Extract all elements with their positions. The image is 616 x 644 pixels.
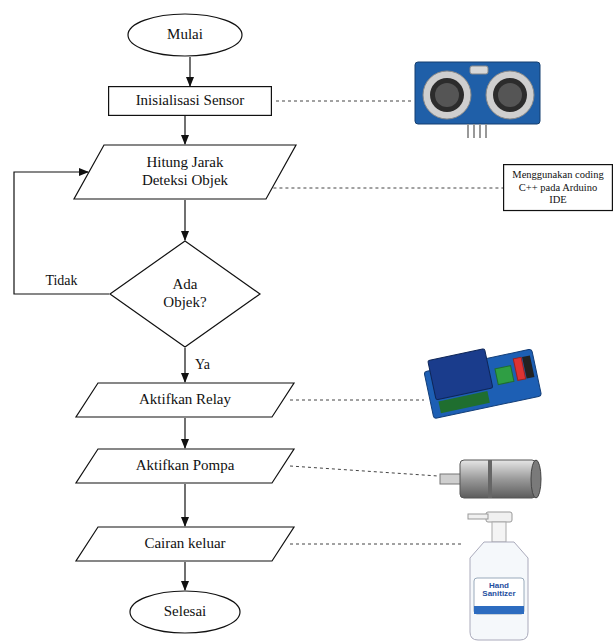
flow-arrow	[184, 116, 185, 144]
flow-arrow	[184, 562, 185, 590]
bottle-label: Hand Sanitizer	[474, 582, 524, 598]
edge-label: Ya	[193, 357, 212, 372]
io-parallelogram: Aktifkan Relay	[75, 382, 295, 418]
leader-lines	[276, 101, 464, 544]
note-box: Menggunakan coding C++ pada Arduino IDE	[503, 164, 613, 211]
flow-arrow	[184, 484, 185, 526]
node-text: Ada Objek?	[153, 276, 217, 311]
sanitizer-bottle	[468, 512, 528, 640]
flow-arrow	[184, 418, 185, 448]
io-parallelogram: Aktifkan Pompa	[75, 448, 295, 484]
flow-arrow	[189, 57, 190, 86]
end-terminal: Selesai	[129, 590, 241, 634]
node-text: Aktifkan Relay	[139, 391, 231, 409]
ultrasonic-sensor	[415, 62, 540, 138]
node-text: Inisialisasi Sensor	[136, 92, 245, 110]
dashed-connector	[273, 188, 503, 189]
flow-arrow	[184, 200, 185, 240]
process-box: Inisialisasi Sensor	[108, 86, 272, 116]
node-text: Menggunakan coding C++ pada Arduino IDE	[510, 169, 606, 206]
io-parallelogram: Hitung Jarak Deteksi Objek	[73, 144, 297, 200]
node-text: Cairan keluar	[144, 535, 225, 553]
relay-module	[422, 339, 542, 419]
node-text: Hitung Jarak Deteksi Objek	[125, 154, 245, 189]
start-terminal: Mulai	[127, 13, 243, 57]
flow-arrow	[184, 348, 185, 382]
io-parallelogram: Cairan keluar	[75, 526, 295, 562]
edge-label: Tidak	[43, 273, 79, 288]
pump-motor	[440, 460, 541, 498]
decision-diamond: Ada Objek?	[109, 240, 261, 348]
node-text: Mulai	[167, 26, 203, 44]
node-text: Aktifkan Pompa	[136, 457, 235, 475]
node-text: Selesai	[164, 603, 207, 621]
